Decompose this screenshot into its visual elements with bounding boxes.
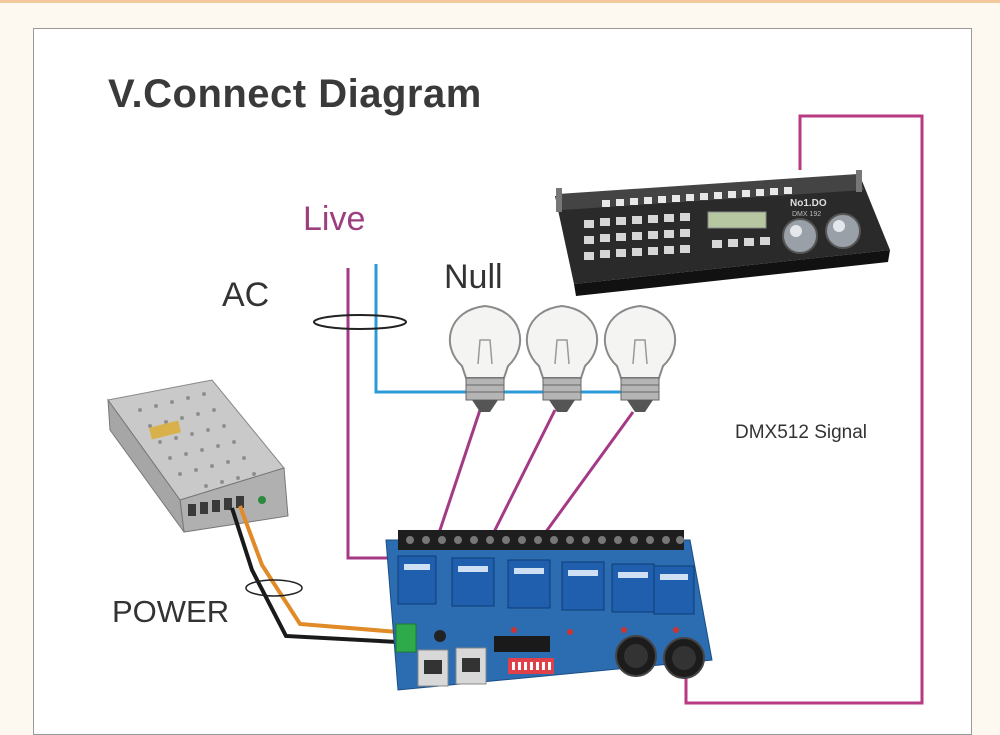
power-supply-icon [107,379,289,533]
power-label: POWER [112,594,230,629]
power-negative-wire [230,507,399,644]
diagram-title: V.Connect Diagram [108,72,482,116]
bulb-feed-wires [436,409,635,541]
top-rule [0,0,1000,3]
relay-board-icon [385,530,713,691]
light-bulb-icon [525,304,599,412]
dmx-controller-icon: No1.DO DMX 192 [555,170,890,296]
controller-brand: No1.DO [790,198,827,209]
live-label: Live [303,200,366,238]
null-label: Null [444,258,503,296]
light-bulb-icon [603,304,677,412]
power-loop [245,579,303,597]
ac-label: AC [222,276,270,314]
controller-model: DMX 192 [792,211,821,218]
dmx-signal-wire [684,114,924,705]
power-positive-wire [238,505,399,634]
dmx-signal-label: DMX512 Signal [735,422,868,443]
live-wire [346,268,398,560]
ac-loop [313,314,407,330]
light-bulb-icon [448,304,522,412]
